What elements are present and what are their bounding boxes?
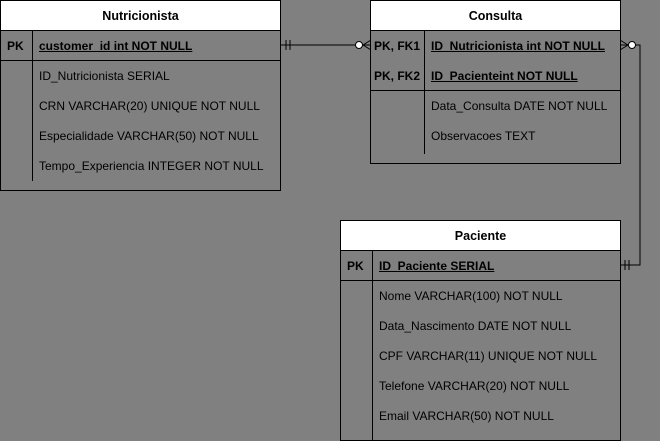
attribute-field: Tempo_Experiencia INTEGER NOT NULL: [39, 159, 264, 173]
attribute-field: CPF VARCHAR(11) UNIQUE NOT NULL: [379, 349, 598, 363]
attribute-field: Especialidade VARCHAR(50) NOT NULL: [39, 129, 259, 143]
attribute-row[interactable]: Email VARCHAR(50) NOT NULL: [341, 401, 620, 431]
entity-paciente[interactable]: Paciente PK ID_Paciente SERIAL Nome VARC…: [340, 220, 621, 441]
crow-foot-upper: [362, 39, 372, 46]
attribute-field: CRN VARCHAR(20) UNIQUE NOT NULL: [39, 99, 260, 113]
pk-label: PK: [7, 39, 24, 53]
pk-field: ID_Nutricionista int NOT NULL: [431, 39, 605, 53]
pk-label: PK: [347, 259, 364, 273]
relationship-nutricionista-consulta[interactable]: [281, 39, 372, 51]
key-column-divider: [372, 251, 373, 441]
primary-key-row[interactable]: PK ID_Paciente SERIAL: [341, 251, 620, 281]
attribute-row[interactable]: Nome VARCHAR(100) NOT NULL: [341, 281, 620, 311]
key-column-divider: [32, 31, 33, 181]
attribute-field: Telefone VARCHAR(20) NOT NULL: [379, 379, 570, 393]
entity-nutricionista[interactable]: Nutricionista PK customer_id int NOT NUL…: [0, 0, 281, 191]
entity-title: Nutricionista: [1, 1, 280, 31]
attribute-row[interactable]: Tempo_Experiencia INTEGER NOT NULL: [1, 151, 280, 181]
attribute-field: Data_Nascimento DATE NOT NULL: [379, 319, 572, 333]
pk-field: ID_Paciente SERIAL: [379, 259, 495, 273]
crow-foot-lower: [619, 44, 629, 51]
zero-circle: [628, 41, 636, 49]
attribute-row[interactable]: Observacoes TEXT: [371, 121, 620, 151]
pk-field: customer_id int NOT NULL: [39, 39, 193, 53]
attribute-row[interactable]: Data_Consulta DATE NOT NULL: [371, 91, 620, 121]
pk-label: PK, FK2: [374, 69, 421, 83]
entity-title: Consulta: [371, 1, 620, 31]
attribute-row[interactable]: ID_Nutricionista SERIAL: [1, 61, 280, 91]
crow-foot-lower: [362, 44, 372, 51]
relationship-paciente-consulta[interactable]: [619, 39, 641, 270]
key-column-divider: [424, 31, 425, 154]
pk-field: ID_Pacienteint NOT NULL: [431, 69, 578, 83]
attribute-field: Email VARCHAR(50) NOT NULL: [379, 409, 554, 423]
entity-title: Paciente: [341, 221, 620, 251]
attribute-row[interactable]: Especialidade VARCHAR(50) NOT NULL: [1, 121, 280, 151]
attribute-row[interactable]: Data_Nascimento DATE NOT NULL: [341, 311, 620, 341]
primary-key-row[interactable]: PK customer_id int NOT NULL: [1, 31, 280, 61]
zero-circle: [355, 41, 363, 49]
attribute-field: Observacoes TEXT: [431, 129, 536, 143]
attribute-row[interactable]: CPF VARCHAR(11) UNIQUE NOT NULL: [341, 341, 620, 371]
entity-consulta[interactable]: Consulta PK, FK1 ID_Nutricionista int NO…: [370, 0, 621, 164]
attribute-field: Nome VARCHAR(100) NOT NULL: [379, 289, 563, 303]
attribute-field: Data_Consulta DATE NOT NULL: [431, 99, 608, 113]
pk-label: PK, FK1: [374, 39, 421, 53]
attribute-field: ID_Nutricionista SERIAL: [39, 69, 170, 83]
primary-key-row[interactable]: PK, FK2 ID_Pacienteint NOT NULL: [371, 61, 620, 91]
primary-key-row[interactable]: PK, FK1 ID_Nutricionista int NOT NULL: [371, 31, 620, 61]
attribute-row[interactable]: Telefone VARCHAR(20) NOT NULL: [341, 371, 620, 401]
attribute-row[interactable]: CRN VARCHAR(20) UNIQUE NOT NULL: [1, 91, 280, 121]
crow-foot-upper: [619, 39, 629, 46]
